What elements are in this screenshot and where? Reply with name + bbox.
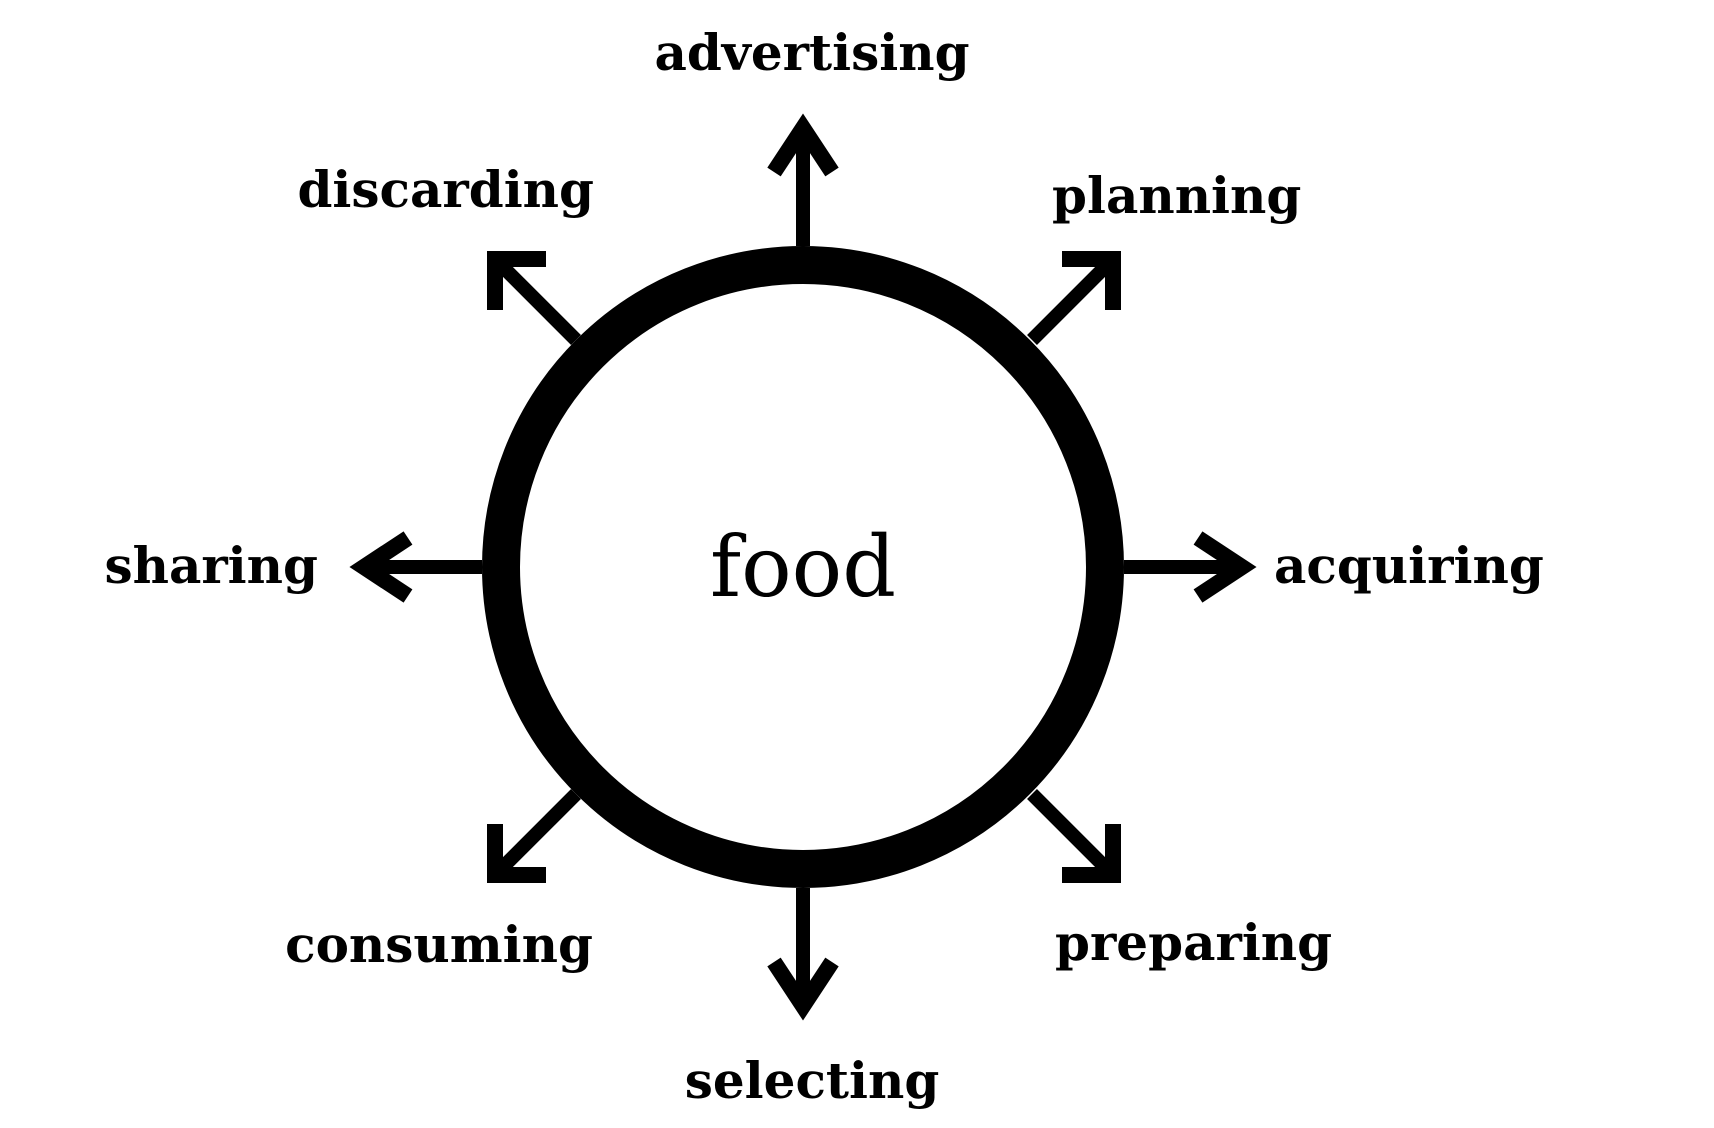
arrow-sharing xyxy=(349,531,482,603)
arrow-advertising xyxy=(767,113,839,246)
label-consuming: consuming xyxy=(285,915,593,974)
label-discarding: discarding xyxy=(297,160,594,219)
arrow-consuming xyxy=(487,789,581,883)
label-selecting: selecting xyxy=(685,1051,940,1110)
label-preparing: preparing xyxy=(1055,913,1332,972)
arrow-preparing xyxy=(1027,789,1121,883)
label-acquiring: acquiring xyxy=(1274,536,1544,595)
arrow-selecting xyxy=(767,888,839,1021)
center-label: food xyxy=(710,518,896,616)
arrow-acquiring xyxy=(1124,531,1257,603)
label-planning: planning xyxy=(1052,166,1301,225)
arrow-planning xyxy=(1027,251,1121,345)
label-advertising: advertising xyxy=(654,23,969,82)
food-circle xyxy=(482,246,1124,888)
arrow-discarding xyxy=(487,251,581,345)
label-sharing: sharing xyxy=(104,536,318,595)
